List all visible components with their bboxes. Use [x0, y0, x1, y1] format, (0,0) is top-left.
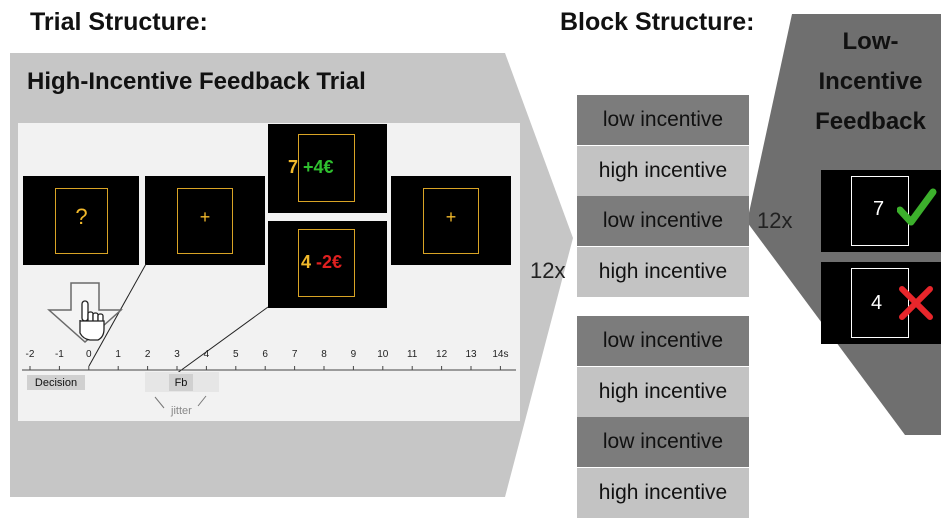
decision-event: Decision [27, 375, 85, 390]
timeline-graphics [22, 263, 516, 409]
gain-feedback-text: 7 +4€ [288, 157, 398, 178]
tick-label: 1 [115, 349, 121, 360]
correct-number: 7 [873, 198, 885, 220]
tick-label: 11 [406, 349, 418, 360]
correct-feedback-screen: 7 [821, 170, 941, 252]
screen-frame [298, 229, 355, 297]
block-repeat-label: 12x [530, 258, 566, 283]
trial-timeline-area: ? + 7 +4€ 4 -2€ + [18, 123, 520, 421]
jitter-label: jitter [171, 405, 192, 417]
trial-structure-heading: Trial Structure: [30, 8, 208, 36]
tick-label: 4 [203, 349, 210, 360]
block-row: low incentive [577, 417, 749, 467]
tick-label: 13 [465, 349, 477, 360]
block-row: low incentive [577, 316, 749, 366]
tick-label: 8 [321, 349, 327, 360]
screen-frame [298, 134, 355, 202]
wrong-feedback-screen: 4 [821, 262, 941, 344]
tick-label: 10 [377, 349, 389, 360]
connector-line [88, 263, 147, 367]
screen-frame [851, 268, 909, 338]
low-incentive-title-line: Low- [842, 28, 899, 55]
low-incentive-title-line: Feedback [815, 108, 926, 135]
loss-amount: -2€ [316, 252, 343, 272]
tick-label: 5 [233, 349, 239, 360]
block-row: low incentive [577, 196, 749, 246]
tick-label: 2 [144, 349, 151, 360]
tick-label: 6 [262, 349, 268, 360]
loss-feedback-screen: 4 -2€ [268, 221, 387, 308]
screen-frame [177, 188, 233, 254]
tick-label: 7 [291, 349, 298, 360]
block-row: high incentive [577, 246, 749, 297]
block-structure-heading: Block Structure: [560, 8, 755, 36]
block-row: high incentive [577, 145, 749, 196]
gain-amount: +4€ [303, 157, 334, 177]
low-incentive-repeat-label: 12x [757, 208, 793, 233]
fixation-screen-2: + [391, 176, 511, 265]
screen-frame [55, 188, 108, 254]
block-row: low incentive [577, 95, 749, 145]
tick-label: -2 [25, 349, 35, 360]
tick-label: 12 [436, 349, 448, 360]
loss-number: 4 [301, 252, 312, 272]
pointing-hand-icon [79, 300, 105, 341]
tick-label: -1 [54, 349, 64, 360]
fixation-cross: + [445, 207, 457, 227]
block-row: high incentive [577, 467, 749, 518]
cross-icon [899, 286, 933, 320]
trial-panel-title: High-Incentive Feedback Trial [27, 68, 366, 95]
screen-frame [423, 188, 479, 254]
gain-number: 7 [288, 157, 299, 177]
low-incentive-title: Low- Incentive Feedback [800, 22, 941, 142]
low-incentive-title-line: Incentive [818, 68, 923, 95]
decision-screen: ? [23, 176, 139, 265]
screen-frame [851, 176, 909, 246]
fixation-cross: + [199, 207, 211, 227]
jitter-arrow-right [197, 395, 207, 407]
feedback-event: Fb [169, 374, 193, 391]
loss-feedback-text: 4 -2€ [301, 252, 391, 273]
wrong-number: 4 [871, 292, 883, 314]
jitter-arrow-left [154, 396, 165, 409]
decision-symbol: ? [75, 204, 88, 229]
tick-marks [29, 366, 501, 370]
fixation-screen-1: + [145, 176, 265, 265]
tick-label: 0 [86, 349, 92, 360]
gain-feedback-screen: 7 +4€ [268, 124, 387, 213]
check-icon [897, 188, 937, 226]
block-row: high incentive [577, 366, 749, 417]
tick-label: 9 [350, 349, 357, 360]
connector-line [168, 306, 269, 380]
tick-label: 3 [174, 349, 180, 360]
tick-label: 14s [492, 349, 509, 360]
